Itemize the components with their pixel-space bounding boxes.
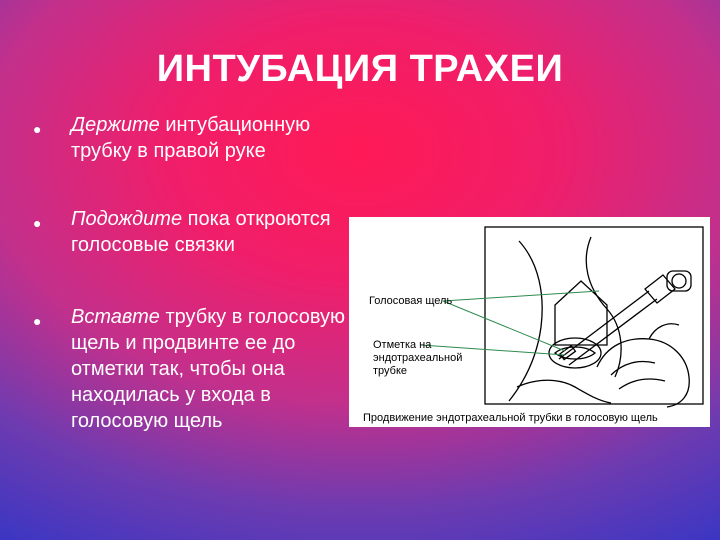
figure-caption: Продвижение эндотрахеальной трубки в гол… <box>363 412 658 424</box>
leader-mark <box>420 344 566 356</box>
finger-line-1 <box>610 360 656 376</box>
throat-left-outline <box>508 240 543 402</box>
tissue-outline <box>516 379 612 404</box>
slide-title: ИНТУБАЦИЯ ТРАХЕИ <box>156 48 564 90</box>
tube-connector <box>644 274 676 304</box>
bullet-item-1: ● Держите интубационную трубку в правой … <box>33 112 363 164</box>
bullet-dot-icon: ● <box>33 121 42 137</box>
bullet-dot-icon: ● <box>33 313 42 329</box>
label-tube-mark: Отметка на эндотрахеальной трубке <box>373 339 463 377</box>
tube-upper-edge <box>558 290 650 360</box>
bullet-item-2: ● Подождите пока откроются голосовые свя… <box>33 206 363 258</box>
bullet-rest: пока откроются голосовые связки <box>71 208 331 256</box>
bullet-emphasis: Держите <box>71 114 160 136</box>
bullet-emphasis: Вставте <box>71 306 160 328</box>
leader-glottis <box>442 300 566 352</box>
bullet-text: Подождите пока откроются голосовые связк… <box>33 206 363 258</box>
label-glottis: Голосовая щель <box>369 295 453 307</box>
finger-line-2 <box>618 378 666 390</box>
tube-cuff-connector <box>666 270 692 292</box>
epiglottis-outline <box>554 280 608 346</box>
leader-glottis-2 <box>442 290 600 302</box>
bullet-item-3: ● Вставте трубку в голосовую щель и прод… <box>33 304 363 434</box>
tube-mark <box>559 344 577 361</box>
thumb-outline <box>648 323 680 340</box>
picture-frame <box>484 226 704 405</box>
illustration-drawing <box>420 226 704 408</box>
glottis-opening <box>548 337 602 369</box>
bullet-rest: интубационную трубку в правой руке <box>71 114 311 162</box>
bullet-text: Держите интубационную трубку в правой ру… <box>33 112 363 164</box>
tube-end-ring <box>671 273 687 289</box>
bullet-rest: трубку в голосовую щель и продвинте ее д… <box>71 306 346 432</box>
bullet-dot-icon: ● <box>33 215 42 231</box>
intubation-illustration: Голосовая щель Отметка на эндотрахеально… <box>349 217 710 427</box>
bullet-emphasis: Подождите <box>71 208 183 230</box>
hand-outline <box>596 338 690 408</box>
bullet-text: Вставте трубку в голосовую щель и продви… <box>33 304 363 434</box>
tube-lower-edge <box>568 298 658 366</box>
